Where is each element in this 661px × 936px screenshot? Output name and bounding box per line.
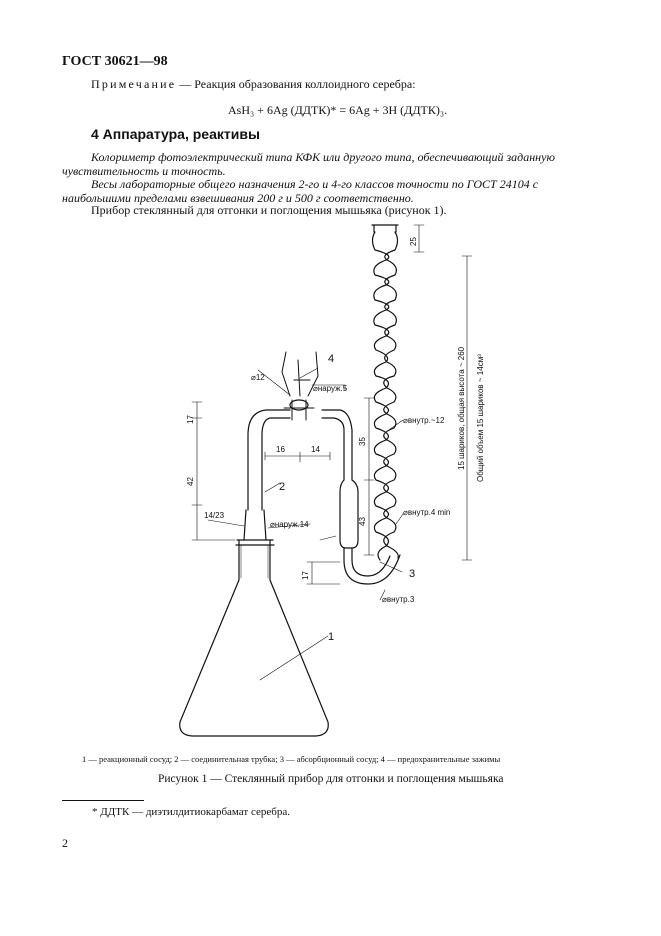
label-inner4: ⌀внутр.4 min [403,508,450,517]
footnote: * ДДТК — диэтилдитиокарбамат серебра. [92,806,290,818]
label-joint: 14/23 [204,511,225,520]
legend-text-4: — предохранительные зажимы [384,754,501,764]
paragraph-apparatus: Прибор стеклянный для отгонки и поглощен… [91,203,447,217]
side-label-volume: Общий объем 15 шариков ~ 14см³ [476,354,485,482]
note-label: Примечание [91,77,177,91]
note-text: — Реакция образования коллоидного серебр… [176,77,416,91]
dim-14: 14 [311,445,320,454]
dim-16: 16 [276,445,285,454]
legend-num-2: 2 [174,754,179,764]
bead-column [371,224,399,561]
callout-4: 4 [328,353,334,365]
dim-17b: 17 [301,571,310,580]
figure-caption: Рисунок 1 — Стеклянный прибор для отгонк… [158,773,504,785]
figure-legend: 1 — реакционный сосуд; 2 — соединительна… [82,754,500,764]
dim-25: 25 [409,237,418,246]
label-inner3: ⌀внутр.3 [382,595,415,604]
dim-17a: 17 [186,415,195,424]
legend-text-1: — реакционный сосуд; [86,754,175,764]
label-outer14: ⌀наруж.14 [270,520,309,529]
document-header: ГОСТ 30621—98 [62,54,168,69]
dim-35: 35 [358,437,367,446]
callout-3: 3 [409,568,415,580]
footnote-divider [62,800,144,801]
note: Примечание — Реакция образования коллоид… [91,77,416,92]
clamp [281,351,319,421]
bulb-chamber [339,479,359,549]
legend-num-4: 4 [380,754,385,764]
page-number: 2 [62,836,68,850]
paragraph-colorimeter: Колориметр фотоэлектрический типа КФК ил… [62,150,555,178]
legend-num-3: 3 [279,754,284,764]
label-phi12: ⌀12 [251,373,265,382]
connecting-tube [247,409,291,511]
label-outer5: ⌀наруж.5 [313,384,348,393]
paragraph-scales: Весы лабораторные общего назначения 2-го… [62,177,539,205]
ground-joint [243,509,267,541]
label-inner12: ⌀внутр.~12 [403,416,445,425]
side-label-height: 15 шариков, общая высота ~ 260 [457,346,466,470]
dim-42: 42 [186,477,195,486]
reaction-formula: AsH₃ + 6Ag (ДДТК)* = 6Ag + 3H (ДДТК)₃. [228,103,448,117]
legend-num-1: 1 [82,754,87,764]
dim-43: 43 [358,517,367,526]
section-title: 4 Аппаратура, реактивы [91,126,260,142]
reaction-flask [179,544,329,737]
legend-text-2: — соединительная трубка; [178,754,280,764]
callout-1: 1 [328,631,334,643]
callout-2: 2 [279,481,285,493]
legend-text-3: — абсорбционный сосуд; [283,754,381,764]
